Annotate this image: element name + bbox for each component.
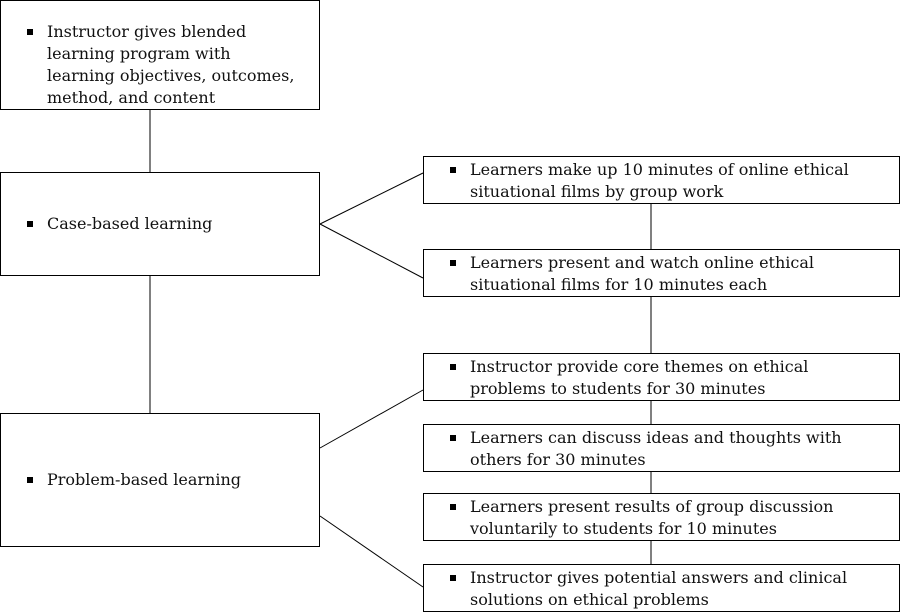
square-bullet-icon <box>450 260 456 266</box>
square-bullet-icon <box>450 435 456 441</box>
case-step-box: Learners present and watch online ethica… <box>423 249 900 297</box>
case-based-label: Case-based learning <box>47 214 213 233</box>
case-step-text: Learners make up 10 minutes of online et… <box>470 160 849 201</box>
case-step-text: Learners present and watch online ethica… <box>470 253 815 294</box>
problem-step-text: Learners present results of group discus… <box>470 497 834 538</box>
connector-case-to-step2 <box>319 223 424 279</box>
connector-case-to-step1 <box>319 172 424 225</box>
case-step-box: Learners make up 10 minutes of online et… <box>423 156 900 204</box>
program-text: Instructor gives blended learning progra… <box>47 22 295 107</box>
square-bullet-icon <box>450 167 456 173</box>
problem-step-box: Learners can discuss ideas and thoughts … <box>423 424 900 472</box>
problem-step-text: Learners can discuss ideas and thoughts … <box>470 428 842 469</box>
problem-based-box: Problem-based learning <box>0 413 320 547</box>
problem-based-label: Problem-based learning <box>47 470 241 489</box>
connector-problem-to-step3 <box>319 389 424 449</box>
problem-step-text: Instructor provide core themes on ethica… <box>470 357 809 398</box>
square-bullet-icon <box>27 477 33 483</box>
problem-step-text: Instructor gives potential answers and c… <box>470 568 848 609</box>
problem-step-box: Instructor gives potential answers and c… <box>423 564 900 612</box>
square-bullet-icon <box>450 575 456 581</box>
case-based-box: Case-based learning <box>0 172 320 276</box>
square-bullet-icon <box>27 221 33 227</box>
problem-step-box: Learners present results of group discus… <box>423 493 900 541</box>
square-bullet-icon <box>450 504 456 510</box>
square-bullet-icon <box>27 29 33 35</box>
square-bullet-icon <box>450 364 456 370</box>
problem-step-box: Instructor provide core themes on ethica… <box>423 353 900 401</box>
connector-problem-to-step6 <box>319 515 424 588</box>
program-box: Instructor gives blended learning progra… <box>0 0 320 110</box>
